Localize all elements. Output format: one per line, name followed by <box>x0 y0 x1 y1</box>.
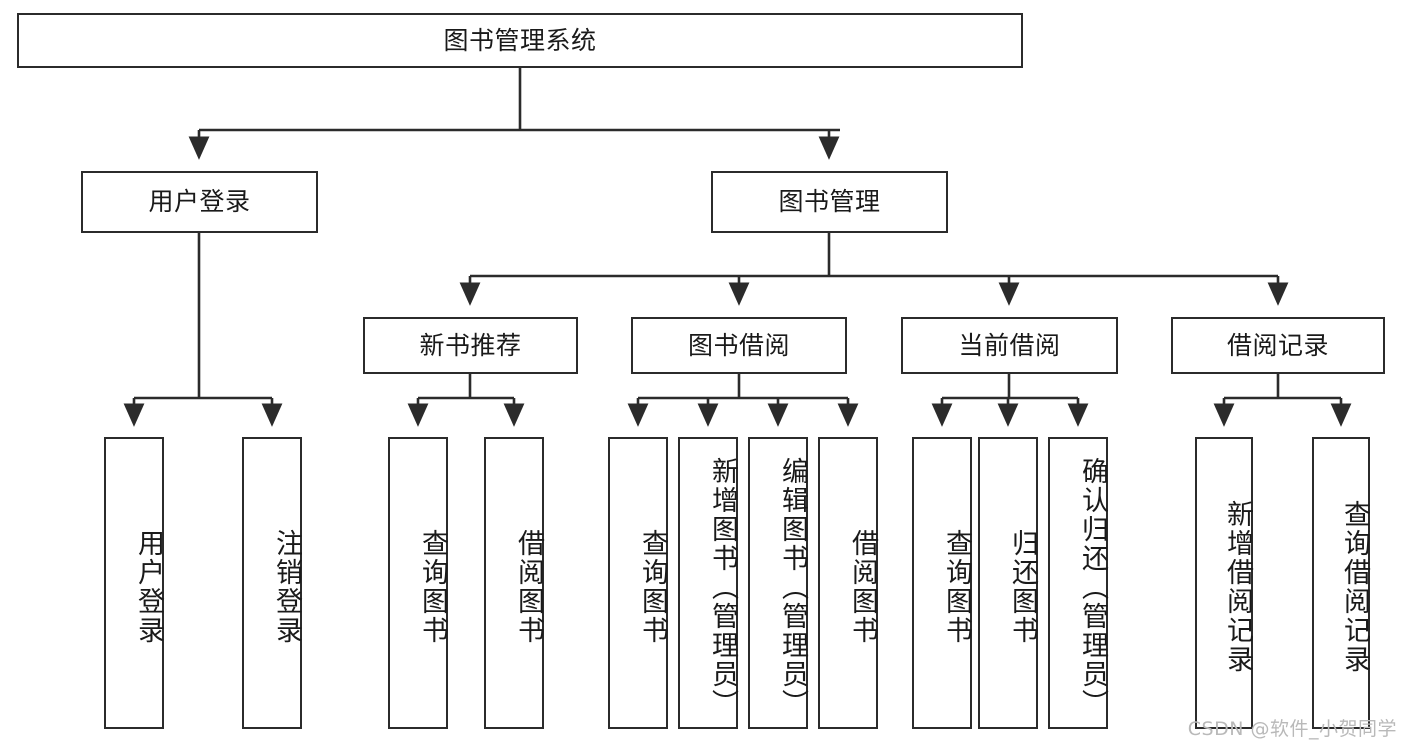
leaf-br-query-record-label: 查询借阅记录 <box>1339 500 1370 674</box>
leaf-cb-confirm-return[interactable]: 确认归还（管理员） <box>1048 437 1108 729</box>
leaf-cb-query-book[interactable]: 查询图书 <box>912 437 972 729</box>
leaf-cb-query-book-label: 查询图书 <box>941 529 972 645</box>
node-root-label: 图书管理系统 <box>443 25 597 55</box>
leaf-user-login[interactable]: 用户登录 <box>104 437 164 729</box>
node-user-login-label: 用户登录 <box>148 187 251 217</box>
leaf-bb-query-book[interactable]: 查询图书 <box>608 437 668 729</box>
leaf-user-login-label: 用户登录 <box>133 529 164 645</box>
node-new-book-recommend-label: 新书推荐 <box>419 330 522 360</box>
leaf-bb-query-book-label: 查询图书 <box>637 529 668 645</box>
leaf-br-add-record[interactable]: 新增借阅记录 <box>1195 437 1253 729</box>
node-book-manage[interactable]: 图书管理 <box>711 171 948 233</box>
node-book-borrow-label: 图书借阅 <box>687 330 790 360</box>
leaf-nb-query-book[interactable]: 查询图书 <box>388 437 448 729</box>
leaf-nb-borrow-book[interactable]: 借阅图书 <box>484 437 544 729</box>
node-book-manage-label: 图书管理 <box>778 187 881 217</box>
leaf-br-query-record[interactable]: 查询借阅记录 <box>1312 437 1370 729</box>
leaf-logout[interactable]: 注销登录 <box>242 437 302 729</box>
leaf-bb-edit-book[interactable]: 编辑图书（管理员） <box>748 437 808 729</box>
leaf-bb-borrow-book-label: 借阅图书 <box>847 529 878 645</box>
node-user-login[interactable]: 用户登录 <box>81 171 318 233</box>
leaf-bb-borrow-book[interactable]: 借阅图书 <box>818 437 878 729</box>
leaf-nb-borrow-book-label: 借阅图书 <box>513 529 544 645</box>
node-new-book-recommend[interactable]: 新书推荐 <box>363 317 578 374</box>
leaf-cb-return-book-label: 归还图书 <box>1007 529 1038 645</box>
leaf-br-add-record-label: 新增借阅记录 <box>1222 500 1253 674</box>
leaf-cb-return-book[interactable]: 归还图书 <box>978 437 1038 729</box>
node-borrow-records[interactable]: 借阅记录 <box>1171 317 1385 374</box>
node-book-borrow[interactable]: 图书借阅 <box>631 317 847 374</box>
watermark: CSDN @软件_小贺同学 <box>1187 718 1397 740</box>
leaf-nb-query-book-label: 查询图书 <box>417 529 448 645</box>
leaf-bb-edit-book-label: 编辑图书（管理员） <box>777 456 808 718</box>
leaf-bb-add-book-label: 新增图书（管理员） <box>707 456 738 718</box>
node-borrow-records-label: 借阅记录 <box>1226 330 1329 360</box>
leaf-logout-label: 注销登录 <box>271 529 302 645</box>
leaf-bb-add-book[interactable]: 新增图书（管理员） <box>678 437 738 729</box>
leaf-cb-confirm-return-label: 确认归还（管理员） <box>1077 456 1108 718</box>
node-root[interactable]: 图书管理系统 <box>17 13 1023 68</box>
node-current-borrow-label: 当前借阅 <box>958 330 1061 360</box>
node-current-borrow[interactable]: 当前借阅 <box>901 317 1118 374</box>
